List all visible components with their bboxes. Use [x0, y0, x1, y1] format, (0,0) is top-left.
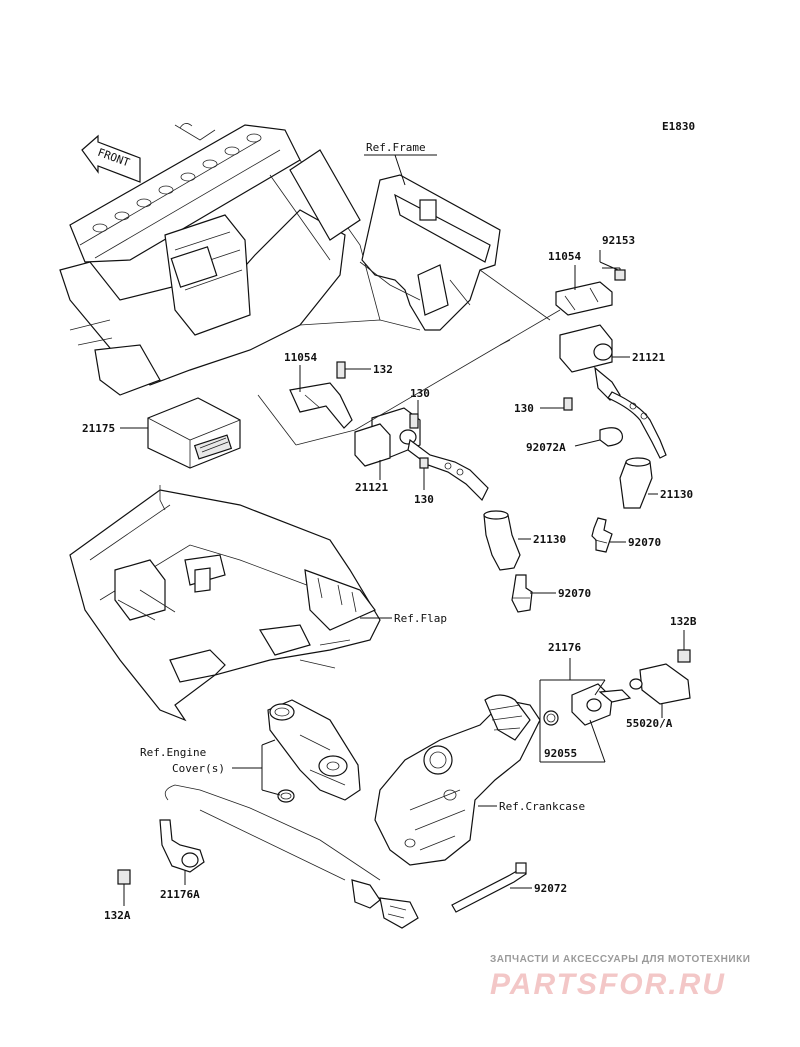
- spark-plug-right-icon: [591, 517, 613, 553]
- part-21176: 21176: [548, 641, 581, 654]
- frame-bracket: [359, 174, 551, 346]
- bolt-130-top-icon: [409, 413, 419, 429]
- watermark-logo: ЗАПЧАСТИ И АКСЕССУАРЫ ДЛЯ МОТОТЕХНИКИ PA…: [490, 954, 750, 1001]
- part-92072A: 92072A: [526, 441, 566, 454]
- watermark-tagline: ЗАПЧАСТИ И АКСЕССУАРЫ ДЛЯ МОТОТЕХНИКИ: [490, 954, 750, 965]
- connector-icon: [351, 879, 419, 929]
- part-21175: 21175: [82, 422, 115, 435]
- clamp-92072A-icon: [599, 427, 624, 447]
- bolt-132A-icon: [117, 869, 131, 885]
- part-21130-right: 21130: [660, 488, 693, 501]
- bolt-92153-icon: [614, 269, 626, 281]
- ref-engine-cover-line1: Ref.Engine: [140, 746, 206, 759]
- part-92070-left: 92070: [558, 587, 591, 600]
- bolt-130-right-icon: [563, 397, 573, 411]
- flap-tray: [69, 485, 381, 722]
- part-92153: 92153: [602, 234, 635, 247]
- plug-cap-left-icon: [483, 510, 521, 571]
- spark-plug-left-icon: [511, 574, 533, 613]
- ref-frame-label: Ref.Frame: [366, 141, 426, 154]
- ignition-coil-left: [354, 407, 489, 502]
- diagram-code: E1830: [662, 120, 695, 133]
- front-arrow-icon: FRONT: [81, 134, 141, 183]
- ref-flap-label: Ref.Flap: [394, 612, 447, 625]
- part-11054-left: 11054: [284, 351, 317, 364]
- part-21121-left: 21121: [355, 481, 388, 494]
- cam-sensor-21176: [571, 683, 632, 726]
- engine-cover: [267, 699, 361, 801]
- part-132B: 132B: [670, 615, 697, 628]
- bolt-132B-icon: [677, 649, 691, 663]
- watermark-brand: PARTSFOR.RU: [490, 968, 726, 1001]
- ecu-21175: [147, 397, 241, 469]
- part-132: 132: [373, 363, 393, 376]
- part-55020A: 55020/A: [626, 717, 673, 730]
- o-ring-icon: [277, 789, 295, 803]
- part-130-right: 130: [514, 402, 534, 415]
- part-92070-right: 92070: [628, 536, 661, 549]
- part-130-bottom: 130: [414, 493, 434, 506]
- part-21130-left: 21130: [533, 533, 566, 546]
- frame-illustration: [59, 123, 421, 396]
- crank-sensor-21176A: [159, 784, 381, 881]
- bracket-55020A-icon: [629, 663, 691, 705]
- part-21176A: 21176A: [160, 888, 200, 901]
- ref-crankcase-label: Ref.Crankcase: [499, 800, 585, 813]
- part-132A: 132A: [104, 909, 131, 922]
- crankcase: [374, 694, 541, 866]
- part-130-top: 130: [410, 387, 430, 400]
- bolt-130-bottom-icon: [419, 457, 429, 469]
- ignition-coil-right: [555, 281, 667, 459]
- o-ring-92055-icon: [543, 710, 559, 726]
- bolt-132-icon: [336, 361, 346, 379]
- bracket-11054-left-icon: [289, 382, 353, 429]
- part-21121-right: 21121: [632, 351, 665, 364]
- part-92055: 92055: [544, 747, 577, 760]
- cable-tie-92072: [451, 862, 527, 913]
- plug-cap-right-icon: [619, 457, 653, 509]
- ref-engine-cover-line2: Cover(s): [172, 762, 225, 775]
- part-92072: 92072: [534, 882, 567, 895]
- part-11054-right: 11054: [548, 250, 581, 263]
